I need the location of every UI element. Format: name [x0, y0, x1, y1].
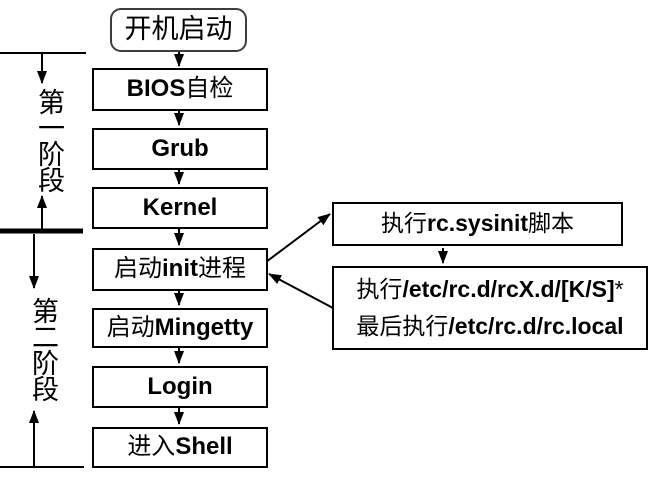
rc-scripts-line1: 执行/etc/rc.d/rcX.d/[K/S]* [356, 276, 624, 302]
stage-one-label: 第一阶段 [34, 88, 64, 192]
flow-box-kernel-label: Kernel [142, 194, 218, 222]
sysinit-script-box: 执行rc.sysinit脚本 [332, 202, 623, 246]
flow-box-grub: Grub [92, 128, 268, 170]
start-node: 开机启动 [110, 8, 247, 52]
arrow-rcd-to-init [268, 273, 334, 309]
stage-two-label: 第二阶段 [28, 297, 58, 401]
arrow-init-to-sysinit [265, 213, 331, 263]
flow-box-mingetty: 启动Mingetty [92, 308, 268, 348]
flow-box-bios-label: BIOS自检 [126, 75, 234, 103]
flow-box-login: Login [92, 366, 268, 408]
start-node-label: 开机启动 [124, 14, 233, 45]
flow-box-kernel: Kernel [92, 187, 268, 229]
flow-box-bios: BIOS自检 [92, 68, 268, 111]
flow-box-login-label: Login [147, 373, 213, 401]
sysinit-script-label: 执行rc.sysinit脚本 [381, 210, 574, 237]
flow-box-shell: 进入Shell [92, 427, 268, 468]
flow-box-mingetty-label: 启动Mingetty [106, 313, 254, 341]
flow-box-grub-label: Grub [151, 135, 209, 163]
flow-box-shell-label: 进入Shell [127, 433, 233, 461]
rc-scripts-line2: 最后执行/etc/rc.d/rc.local [356, 313, 624, 339]
rc-scripts-box: 执行/etc/rc.d/rcX.d/[K/S]* 最后执行/etc/rc.d/r… [332, 266, 648, 350]
flow-box-init-label: 启动init进程 [114, 255, 246, 283]
flow-box-init: 启动init进程 [92, 248, 268, 291]
